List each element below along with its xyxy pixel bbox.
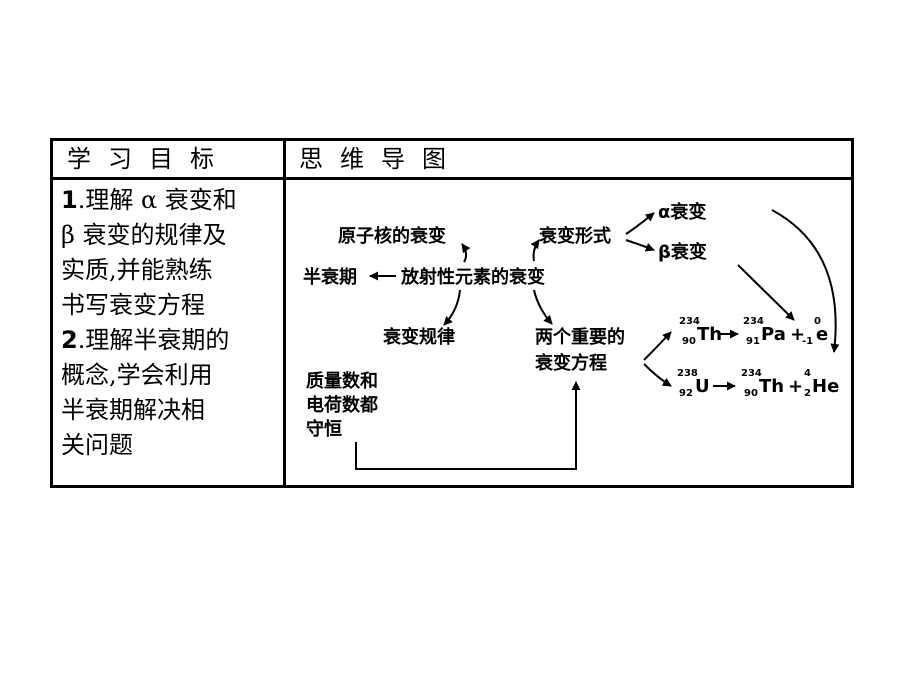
eq-beta-plus: +	[790, 324, 805, 345]
goal-2-line-4: 关问题	[61, 431, 133, 459]
eq-beta-th-charge: 90	[682, 336, 696, 347]
eq-alpha-th-symbol: Th	[759, 376, 784, 397]
eq-alpha-th-charge: 90	[744, 388, 758, 399]
node-alpha-decay: α衰变	[658, 201, 706, 223]
node-half-life: 半衰期	[303, 266, 357, 288]
node-two-equations-line-1: 两个重要的	[535, 326, 625, 348]
node-center: 放射性元素的衰变	[400, 266, 545, 288]
equation-alpha: 238 92 U 234 90 Th + 4 2 He	[677, 368, 839, 399]
node-two-equations-line-2: 衰变方程	[534, 352, 607, 374]
equation-beta: 234 90 Th 234 91 Pa + 0 -1 e	[679, 316, 828, 347]
arrow-to-beta-decay	[625, 239, 655, 252]
arrow-to-decay-law	[443, 289, 461, 326]
eq-alpha-u-charge: 92	[679, 388, 693, 399]
goal-2-line-2: 概念,学会利用	[61, 361, 213, 389]
node-conservation-line-1: 质量数和	[306, 370, 378, 392]
arrow-to-alpha-decay	[625, 212, 655, 235]
arrow-alpha-to-equation	[771, 209, 840, 353]
arrow-to-beta-equation	[643, 331, 672, 361]
goal-1-number: 1	[61, 186, 78, 214]
arrow-conservation-to-equations	[355, 381, 581, 470]
eq-beta-e-mass: 0	[814, 316, 821, 327]
eq-beta-pa-symbol: Pa	[761, 324, 786, 345]
arrow-to-nucleus-decay	[461, 243, 471, 263]
header-study-goals: 学习目标	[67, 145, 231, 173]
node-conservation-line-3: 守恒	[306, 418, 342, 440]
arrow-to-two-equations	[533, 289, 553, 325]
node-beta-decay: β衰变	[658, 241, 707, 263]
arrow-to-decay-forms	[530, 239, 540, 262]
eq-beta-e-charge: -1	[802, 336, 813, 347]
goal-1-line-2: β 衰变的规律及	[61, 221, 227, 249]
eq-alpha-he-symbol: He	[812, 376, 839, 397]
column-divider	[283, 141, 286, 485]
eq-alpha-u-mass: 238	[677, 368, 698, 379]
goal-1-line-1: 1.理解 α 衰变和	[61, 186, 237, 214]
header-divider	[53, 177, 851, 180]
eq-alpha-u-symbol: U	[695, 376, 710, 397]
goal-2-line-1: 2.理解半衰期的	[61, 326, 230, 354]
eq-alpha-he-mass: 4	[804, 368, 811, 379]
study-table: 学习目标 思维导图 1.理解 α 衰变和 β 衰变的规律及 实质,并能熟练 书写…	[50, 138, 854, 488]
header-mind-map: 思维导图	[299, 145, 463, 173]
eq-beta-pa-charge: 91	[746, 336, 760, 347]
node-decay-forms: 衰变形式	[538, 225, 611, 247]
goal-2-number: 2	[61, 326, 78, 354]
goal-1-line-3: 实质,并能熟练	[61, 256, 213, 284]
arrow-to-alpha-equation	[643, 363, 672, 387]
eq-beta-pa-mass: 234	[743, 316, 764, 327]
node-nucleus-decay: 原子核的衰变	[338, 225, 446, 247]
goal-1-line-4: 书写衰变方程	[61, 291, 205, 319]
arrow-beta-to-equation	[737, 264, 795, 321]
node-conservation-line-2: 电荷数都	[306, 394, 378, 416]
eq-alpha-he-charge: 2	[804, 388, 811, 399]
eq-alpha-plus: +	[788, 376, 803, 397]
eq-beta-th-symbol: Th	[697, 324, 722, 345]
eq-beta-th-mass: 234	[679, 316, 700, 327]
eq-alpha-th-mass: 234	[741, 368, 762, 379]
study-goals: 1.理解 α 衰变和 β 衰变的规律及 实质,并能熟练 书写衰变方程 2.理解半…	[61, 183, 281, 463]
mind-map: 放射性元素的衰变 原子核的衰变 半衰期 衰变规律 质量数和 电荷数都 守恒 衰变…	[303, 201, 840, 470]
goal-2-line-3: 半衰期解决相	[61, 396, 205, 424]
node-decay-law: 衰变规律	[382, 326, 455, 348]
eq-beta-e-symbol: e	[816, 324, 828, 345]
